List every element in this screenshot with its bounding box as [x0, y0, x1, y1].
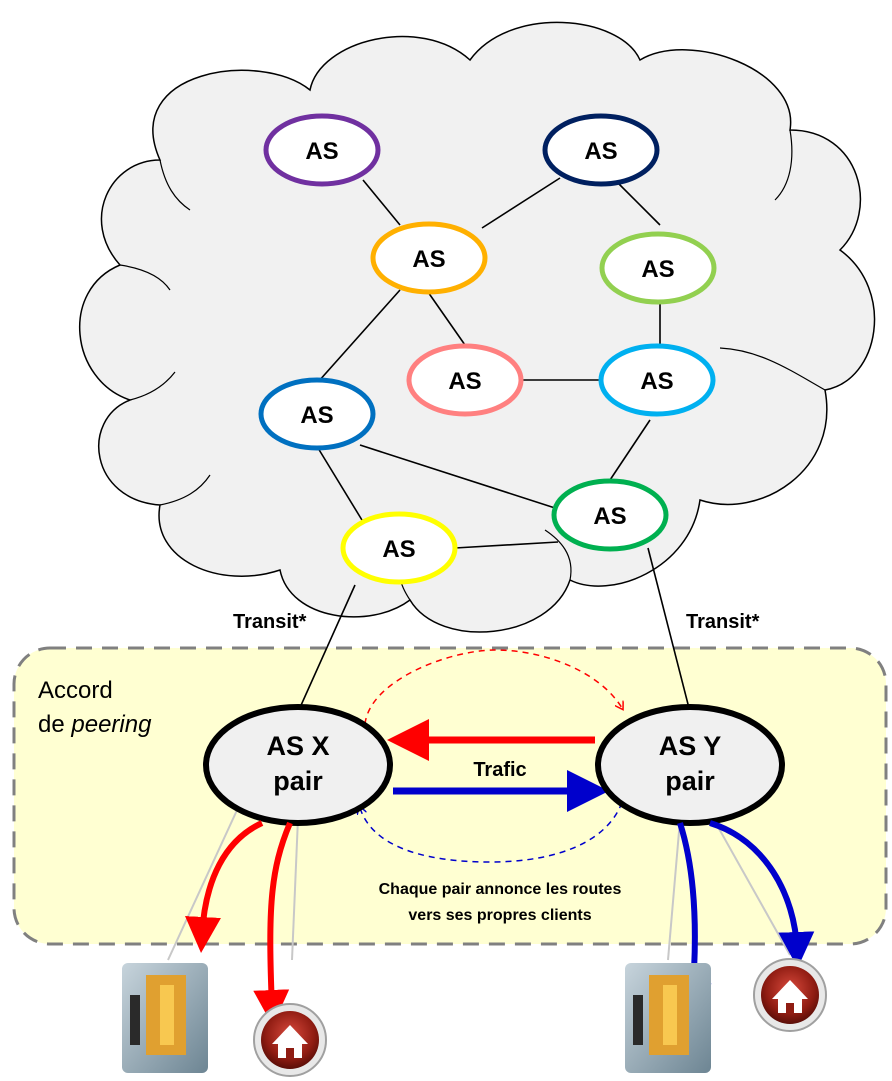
as-label: AS [300, 402, 333, 429]
link [647, 547, 691, 713]
announcement-arc-red [364, 649, 622, 725]
as-node: AS [258, 377, 376, 451]
as-node: AS [599, 231, 717, 305]
as-node: AS [406, 343, 524, 417]
as-node: AS [542, 113, 660, 187]
building-icon [122, 963, 208, 1073]
link [359, 444, 556, 509]
note-line1: Chaque pair annonce les routes [379, 881, 622, 898]
as-node: AS [340, 511, 458, 585]
as-label: AS [640, 368, 673, 395]
as-label: AS [412, 246, 445, 273]
link [317, 447, 366, 526]
traffic-label: Trafic [473, 759, 526, 781]
as-node: AS [370, 221, 488, 295]
client-arrow-red-2 [253, 821, 293, 1026]
as-label: AS [593, 503, 626, 530]
link [481, 177, 561, 229]
as-x-label: AS X [266, 731, 329, 761]
link [617, 182, 661, 226]
peering-title-prefix: de [38, 711, 71, 738]
transit-label-right: Transit* [686, 611, 760, 633]
as-label: AS [641, 256, 674, 283]
link [454, 541, 559, 549]
home-icon [753, 958, 827, 1032]
link [317, 289, 401, 383]
link [297, 584, 356, 713]
internet-cloud [78, 21, 876, 633]
home-icon [253, 1003, 327, 1077]
transit-label-left: Transit* [233, 611, 307, 633]
as-label: AS [382, 536, 415, 563]
building-icon [625, 963, 711, 1073]
peering-title-line1: Accord [38, 677, 113, 704]
as-label: AS [584, 138, 617, 165]
peering-title-emphasis: peering [70, 711, 152, 738]
client-links [167, 807, 791, 961]
announcement-arc-blue [360, 791, 626, 863]
as-y-node: AS Y pair [595, 704, 785, 826]
client-arrow-blue-2 [709, 820, 815, 968]
as-node: AS [598, 343, 716, 417]
link [609, 419, 651, 481]
as-x-node: AS X pair [203, 704, 393, 826]
note-line2: vers ses propres clients [408, 907, 591, 924]
as-label: AS [448, 368, 481, 395]
as-node: AS [551, 478, 669, 552]
as-links [297, 177, 691, 713]
as-y-sublabel: pair [665, 766, 715, 796]
as-label: AS [305, 138, 338, 165]
client-arrow-red-1 [185, 820, 264, 953]
as-x-sublabel: pair [273, 766, 323, 796]
as-y-label: AS Y [659, 731, 722, 761]
peering-title-line2: de peering [38, 711, 152, 738]
as-node: AS [263, 113, 381, 187]
link [427, 291, 466, 346]
link [362, 179, 401, 226]
